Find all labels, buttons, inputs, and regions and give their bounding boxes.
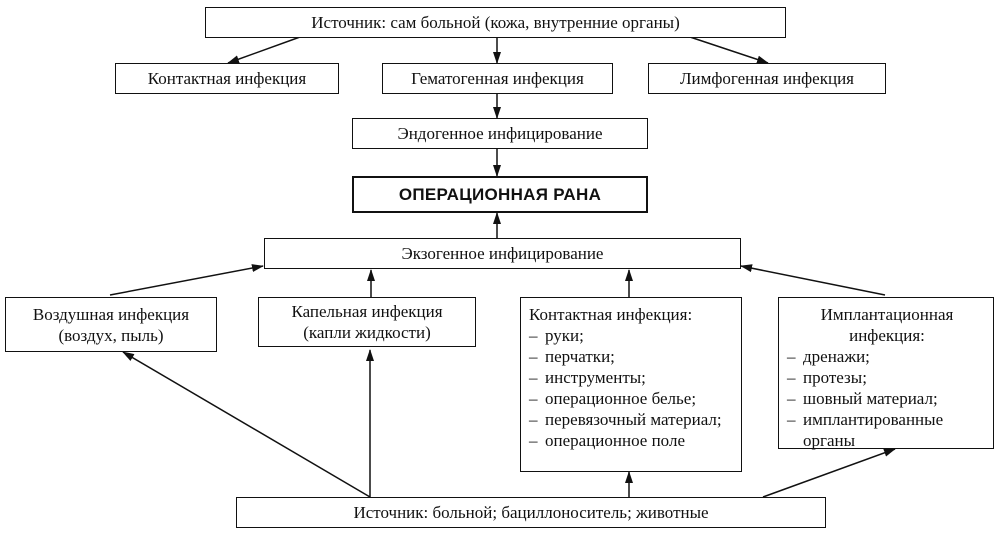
dash-marker: – [529,368,538,387]
droplet-infection-detail: (капли жидкости) [303,323,431,342]
lymphogenous-infection-text: Лимфогенная инфекция [679,69,855,88]
contact-infection-endo-text: Контактная инфекция [147,69,307,88]
list-item: –операционное белье; [529,388,735,409]
list-item: –имплантированные органы [787,409,987,451]
exogenous-infection-box: Экзогенное инфицирование [264,238,741,269]
list-item-text: шовный материал; [803,389,938,408]
dash-marker: – [787,389,796,408]
list-item: –руки; [529,325,735,346]
list-item: –дренажи; [787,346,987,367]
list-item-text: дренажи; [803,347,870,366]
list-item-text: перчатки; [545,347,615,366]
list-item-text: операционное белье; [545,389,697,408]
exogenous-infection-text: Экзогенное инфицирование [401,244,604,263]
dash-marker: – [529,326,538,345]
list-item: –шовный материал; [787,388,987,409]
airborne-infection-title: Воздушная инфекция [32,304,190,324]
list-item: –протезы; [787,367,987,388]
endogenous-infection-text: Эндогенное инфицирование [397,124,603,143]
source-top-box: Источник: сам больной (кожа, внутренние … [205,7,786,38]
arrow-top-to-lymphogenous [689,36,769,64]
list-item-text: руки; [545,326,584,345]
list-item-text: операционное поле [545,431,685,450]
dash-marker: – [529,389,538,408]
arrow-bottom-to-implant [762,448,896,498]
implant-infection-box: Имплантационная инфекция: –дренажи; –про… [778,297,994,451]
operative-wound-box: ОПЕРАЦИОННАЯ РАНА [352,176,648,213]
source-bottom-text: Источник: больной; бациллоноситель; живо… [353,503,709,522]
dash-marker: – [529,347,538,366]
airborne-infection-detail: (воздух, пыль) [58,325,164,345]
list-item: –перчатки; [529,346,735,367]
arrow-bottom-to-airborne [122,351,371,498]
droplet-infection-box: Капельная инфекция (капли жидкости) [258,297,476,347]
list-item: –операционное поле [529,430,735,451]
contact-infection-endo-box: Контактная инфекция [115,63,339,94]
contact-infection-exo-title: Контактная инфекция: [529,305,693,324]
source-bottom-box: Источник: больной; бациллоноситель; живо… [236,497,826,528]
arrow-airborne-to-exogenous [109,264,264,296]
list-item-text: имплантированные органы [803,410,944,450]
contact-infection-exo-box: Контактная инфекция: –руки; –перчатки; –… [520,297,742,472]
implant-infection-title: Имплантационная [820,305,954,324]
hematogenous-infection-text: Гематогенная инфекция [411,69,584,88]
operative-wound-text: ОПЕРАЦИОННАЯ РАНА [398,185,602,204]
list-item: –перевязочный материал; [529,409,735,430]
endogenous-infection-box: Эндогенное инфицирование [352,118,648,149]
dash-marker: – [529,431,538,450]
dash-marker: – [529,410,538,429]
list-item-text: инструменты; [545,368,646,387]
arrow-implant-to-exogenous [740,264,886,296]
source-top-text: Источник: сам больной (кожа, внутренние … [311,13,680,32]
arrow-top-to-contact [227,36,301,64]
lymphogenous-infection-box: Лимфогенная инфекция [648,63,886,94]
list-item-text: перевязочный материал; [545,410,722,429]
list-item-text: протезы; [803,368,867,387]
implant-infection-list: –дренажи; –протезы; –шовный материал; –и… [787,346,987,451]
dash-marker: – [787,368,796,387]
droplet-infection-title: Капельная инфекция [291,302,443,321]
hematogenous-infection-box: Гематогенная инфекция [382,63,613,94]
implant-infection-subtitle: инфекция: [849,326,925,345]
dash-marker: – [787,347,796,366]
list-item: –инструменты; [529,367,735,388]
airborne-infection-box: Воздушная инфекция (воздух, пыль) [5,297,217,352]
contact-infection-exo-list: –руки; –перчатки; –инструменты; –операци… [529,325,735,451]
dash-marker: – [787,410,796,429]
